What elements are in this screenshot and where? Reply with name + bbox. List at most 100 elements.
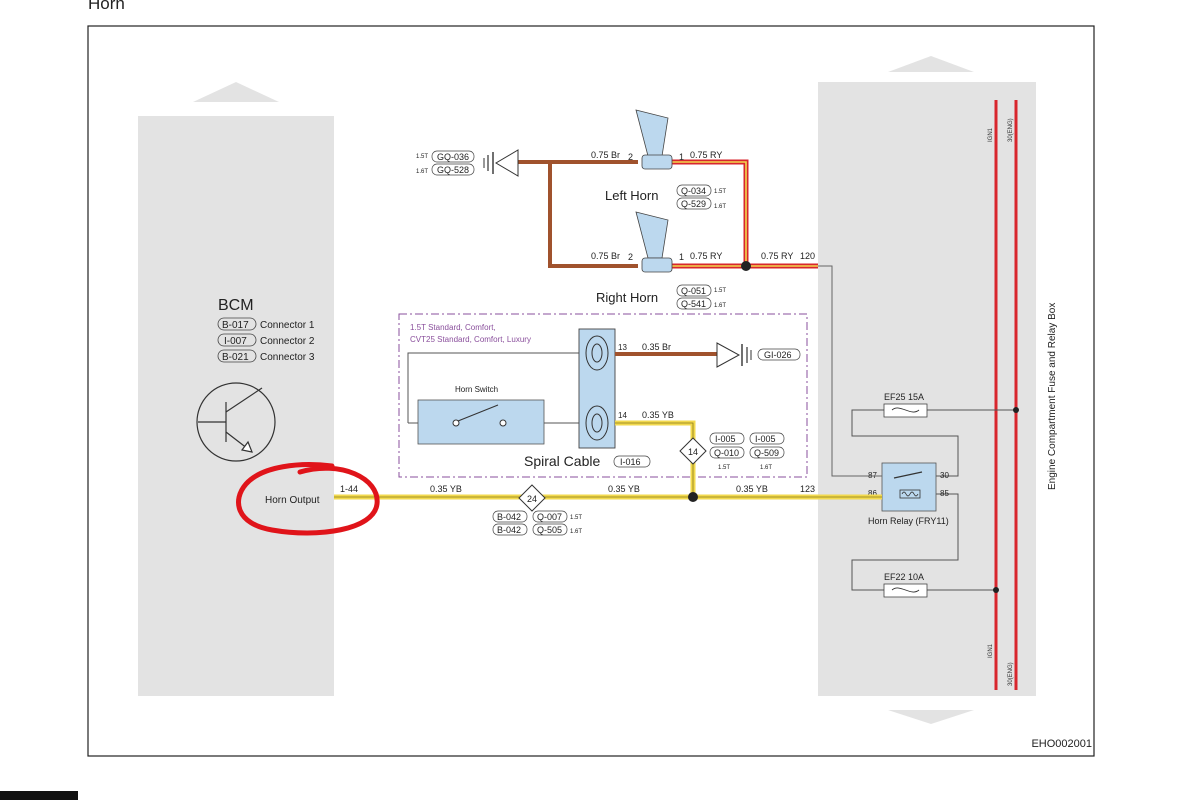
horn-switch-box <box>417 399 545 445</box>
fusebox-label: Engine Compartment Fuse and Relay Box <box>1047 303 1058 490</box>
horn-feed-pin: 120 <box>800 251 815 261</box>
bus-junction <box>1013 407 1019 413</box>
left-horn-pin-out: 1 <box>679 152 684 162</box>
page-title: Horn <box>88 0 125 13</box>
document-code: EHO002001 <box>1031 738 1092 750</box>
right-horn-pin-in: 2 <box>628 252 633 262</box>
connector-code: I-005 <box>715 434 736 444</box>
bcm-connector-2: I-007 Connector 2 <box>217 333 315 347</box>
horn-switch-icon <box>452 404 507 427</box>
bcm-pin-label: 1-44 <box>340 484 358 494</box>
bcm-connector-label: Connector 1 <box>260 320 315 331</box>
spiral-cable-connector-pill <box>613 455 651 468</box>
connector-variant: 1.6T <box>760 465 772 471</box>
inline-14-number: 14 <box>688 447 698 457</box>
connector-code: Q-529 <box>681 199 706 209</box>
connector-code: B-042 <box>497 512 521 522</box>
spiral-cable-code: I-016 <box>620 457 641 467</box>
right-horn-label: Right Horn <box>596 290 658 305</box>
horn-feed-wiring <box>518 159 882 477</box>
signal-junction <box>688 492 698 502</box>
option-line-1: 1.5T Standard, Comfort, <box>410 323 496 332</box>
diagram-frame <box>87 25 1095 757</box>
switch-ground-pill <box>757 348 801 361</box>
fuse-ef25-label: EF25 15A <box>884 392 924 402</box>
spiral-pin-14: 14 <box>618 411 627 420</box>
connector-code: Q-505 <box>537 525 562 535</box>
fuse-ef22-label: EF22 10A <box>884 572 924 582</box>
main-wire-pin: 123 <box>800 484 815 494</box>
horn-ground-icon <box>483 149 519 177</box>
connector-variant: 1.6T <box>714 303 726 309</box>
ign1-top-label: IGN1 <box>988 127 994 142</box>
horn-switch-label: Horn Switch <box>455 385 498 394</box>
inline-24-connectors: B-042 B-042 Q-007 1.5T Q-505 1.6T <box>492 510 582 536</box>
connector-code: Q-509 <box>754 448 779 458</box>
left-horn-wire-out: 0.75 RY <box>690 150 722 160</box>
bcm-connector-code: B-021 <box>222 352 249 363</box>
bcm-connector-code: I-007 <box>224 336 247 347</box>
right-horn-wire-in: 0.75 Br <box>591 251 620 261</box>
left-horn-pin-in: 2 <box>628 152 633 162</box>
bcm-module: BCM B-017 Connector 1 I-007 Connector 2 … <box>138 82 358 696</box>
connector-variant: 1.5T <box>718 465 730 471</box>
right-horn-pin-out: 1 <box>679 252 684 262</box>
connector-code: Q-007 <box>537 512 562 522</box>
left-horn-wire-in: 0.75 Br <box>591 150 620 160</box>
bottom-edge-bar <box>0 791 78 800</box>
ground-code: GQ-528 <box>437 165 469 175</box>
left-horn-connectors: Q-034 1.5T Q-529 1.6T <box>676 184 726 210</box>
ground-variant: 1.6T <box>416 169 428 175</box>
option-line-2: CVT25 Standard, Comfort, Luxury <box>410 335 531 344</box>
connector-code: B-042 <box>497 525 521 535</box>
main-wire-label-b: 0.35 YB <box>608 484 640 494</box>
inline-connector-24-icon <box>518 484 546 512</box>
fusebox-internal-wiring <box>851 409 1016 591</box>
right-horn-connectors: Q-051 1.5T Q-541 1.6T <box>676 284 726 310</box>
right-horn-wire-out: 0.75 RY <box>690 251 722 261</box>
bcm-title: BCM <box>218 297 254 314</box>
ground-variant: 1.5T <box>416 154 428 160</box>
main-wire-label-c: 0.35 YB <box>736 484 768 494</box>
horn-feed-wire: 0.75 RY <box>761 251 793 261</box>
horn-relay-icon <box>881 462 937 512</box>
connector-code: I-005 <box>755 434 776 444</box>
bus-junction <box>993 587 999 593</box>
annotation-circle <box>236 462 380 536</box>
connector-code: Q-010 <box>714 448 739 458</box>
relay-pin-30: 30 <box>940 471 949 480</box>
inline-24-number: 24 <box>527 494 537 504</box>
switch-ground-code: GI-026 <box>764 350 792 360</box>
bcm-connector-3: B-021 Connector 3 <box>217 349 315 363</box>
fusebox-panel <box>818 82 1036 696</box>
fusebox-arrow-up-icon <box>888 56 974 72</box>
spiral-wire-upper: 0.35 Br <box>642 342 671 352</box>
horn-output-label: Horn Output <box>265 495 320 506</box>
inline-14-connectors: I-005 I-005 Q-010 Q-509 1.5T 1.6T <box>709 432 785 471</box>
connector-variant: 1.5T <box>714 288 726 294</box>
ground-code: GQ-036 <box>437 152 469 162</box>
option-box <box>398 313 808 478</box>
horn-ground-points: 1.5T GQ-036 1.6T GQ-528 <box>416 150 475 176</box>
connector-code: Q-541 <box>681 299 706 309</box>
switch-ground-icon <box>716 342 752 368</box>
left-horn-label: Left Horn <box>605 188 658 203</box>
transistor-icon <box>196 382 276 462</box>
inline-connector-14-icon <box>679 437 707 465</box>
spiral-wire-lower: 0.35 YB <box>642 410 674 420</box>
spiral-pin-13: 13 <box>618 343 627 352</box>
connector-code: Q-034 <box>681 186 706 196</box>
connector-variant: 1.6T <box>714 204 726 210</box>
fuse-ef25-icon <box>883 403 928 418</box>
relay-pin-85: 85 <box>940 489 949 498</box>
spiral-cable-icon <box>578 328 616 449</box>
connector-code: Q-051 <box>681 286 706 296</box>
connector-variant: 1.6T <box>570 529 582 535</box>
main-wire-label-a: 0.35 YB <box>430 484 462 494</box>
fusebox-arrow-down-icon <box>888 710 974 724</box>
b30-bottom-label: 30(ENG) <box>1008 662 1014 686</box>
horn-relay-label: Horn Relay (FRY11) <box>868 516 949 526</box>
fuse-ef22-icon <box>883 583 928 598</box>
connector-variant: 1.5T <box>570 515 582 521</box>
